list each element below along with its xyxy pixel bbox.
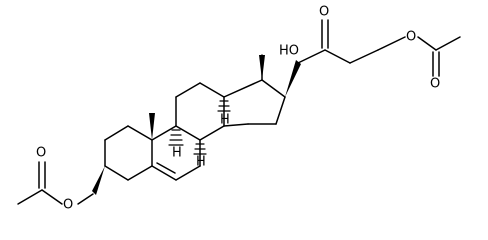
structural-formula-diagram: O HO O O O O H H H	[17, 5, 461, 213]
bond	[17, 189, 43, 205]
bond	[127, 165, 153, 181]
wedge-bond	[149, 113, 155, 140]
bond	[349, 49, 379, 64]
bond	[175, 125, 201, 141]
hydrogen-label: H	[172, 146, 182, 161]
wedge-bond	[285, 60, 301, 97]
bond	[297, 49, 326, 64]
oxygen-label: O	[63, 198, 73, 213]
oxygen-label: O	[406, 30, 416, 45]
hash-bond	[168, 129, 184, 146]
bond	[199, 82, 225, 98]
bond	[151, 125, 177, 141]
hash-bond	[217, 100, 231, 112]
bond	[151, 165, 177, 181]
bond	[41, 189, 63, 205]
bond	[223, 79, 263, 98]
oxygen-label: O	[36, 146, 46, 161]
oxygen-label: O	[430, 77, 440, 92]
wedge-bond	[92, 166, 105, 195]
stereo-bonds	[92, 55, 301, 195]
bond	[175, 82, 201, 98]
bond	[77, 193, 94, 205]
hydrogen-label: H	[196, 155, 206, 170]
double-bond-inner	[156, 162, 176, 174]
bond	[435, 36, 461, 51]
bond	[104, 125, 129, 141]
bond	[324, 49, 351, 64]
bond	[223, 123, 249, 127]
bond	[275, 96, 286, 125]
bond	[417, 36, 437, 51]
skeletal-bonds	[17, 19, 461, 205]
atom-labels: O HO O O O O H H H	[36, 5, 440, 213]
wedge-bond	[259, 55, 265, 80]
bond	[377, 36, 406, 51]
bond	[104, 165, 129, 181]
bond	[261, 79, 286, 98]
bond	[127, 125, 153, 141]
bond	[199, 125, 225, 141]
oxygen-label: O	[319, 5, 329, 20]
hydrogen-label: H	[220, 113, 230, 128]
hash-bond	[193, 143, 207, 155]
hydroxyl-label: HO	[279, 44, 299, 59]
bond	[175, 165, 201, 181]
